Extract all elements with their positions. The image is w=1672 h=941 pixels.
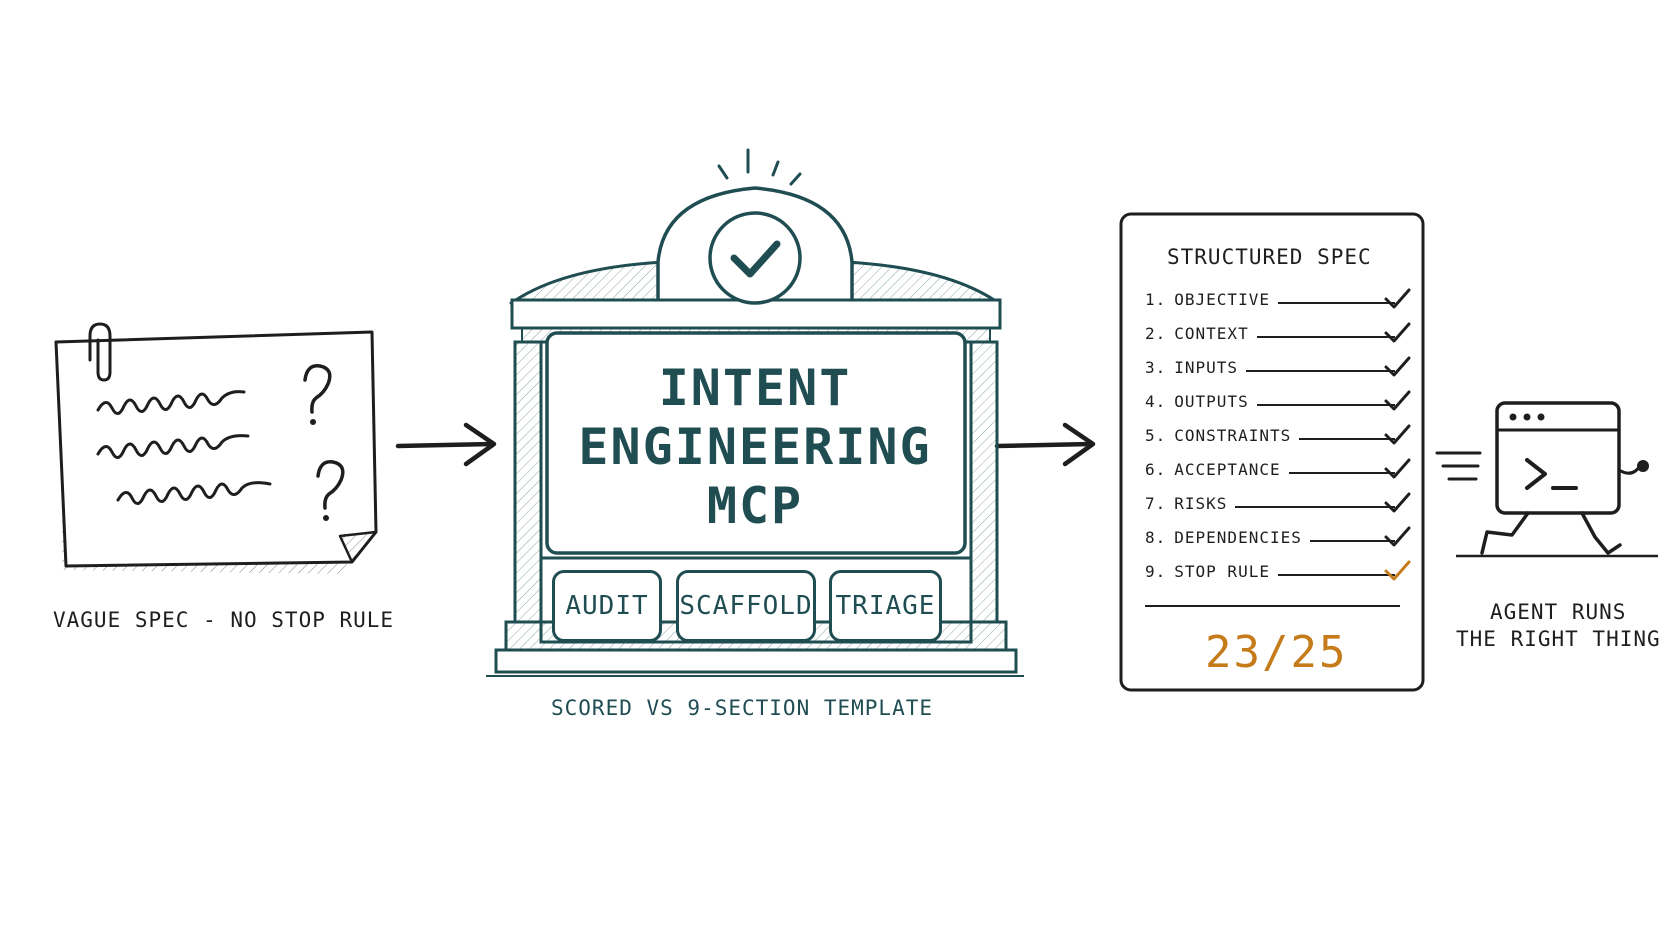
check-icon (1384, 288, 1411, 309)
spec-item-number: 1. (1145, 290, 1167, 309)
agent-figure (1435, 401, 1658, 558)
spec-item-number: 5. (1145, 426, 1167, 445)
spec-item-name: DEPENDENCIES (1174, 528, 1302, 547)
spec-item: 2. CONTEXT (1145, 324, 1395, 343)
check-icon (1384, 526, 1411, 547)
spec-item: 7. RISKS (1145, 494, 1395, 513)
spec-item-number: 9. (1145, 562, 1167, 581)
spec-item-name: RISKS (1174, 494, 1228, 513)
spec-item-rule (1299, 437, 1395, 440)
spec-item-number: 2. (1145, 324, 1167, 343)
agent-caption-line-2: THE RIGHT THING (1456, 627, 1661, 651)
spec-item-name: CONTEXT (1174, 324, 1249, 343)
spec-item-number: 8. (1145, 528, 1167, 547)
vague-spec-note (54, 322, 378, 574)
spec-item-rule (1309, 539, 1395, 542)
spec-item-rule (1256, 403, 1395, 406)
spec-item: 3. INPUTS (1145, 358, 1395, 377)
spec-item-rule (1277, 301, 1395, 304)
spec-title: STRUCTURED SPEC (1167, 245, 1372, 269)
flow-arrow (994, 422, 1096, 467)
spec-item-rule (1246, 369, 1395, 372)
spec-item: 4. OUTPUTS (1145, 392, 1395, 411)
scribble-line (116, 481, 272, 505)
scribble-line (96, 390, 246, 415)
paperclip-icon (88, 322, 112, 382)
mcp-title-line-3: MCP (706, 477, 804, 535)
structured-spec-card (1119, 212, 1425, 692)
scribble-line (96, 434, 250, 459)
spec-item-rule (1277, 573, 1395, 576)
audit-button[interactable]: AUDIT (552, 570, 662, 642)
spec-item: 9. STOP RULE (1145, 562, 1395, 581)
mcp-caption: SCORED VS 9-SECTION TEMPLATE (551, 696, 934, 720)
scaffold-button[interactable]: SCAFFOLD (676, 570, 816, 642)
spec-item-rule (1235, 505, 1395, 508)
vague-spec-caption: VAGUE SPEC - NO STOP RULE (53, 608, 395, 632)
question-mark-icon (303, 364, 332, 425)
agent-caption-line-1: AGENT RUNS (1490, 600, 1627, 624)
check-icon (1384, 458, 1411, 479)
question-mark-icon (316, 460, 345, 521)
spec-item-rule (1256, 335, 1395, 338)
spec-item: 6. ACCEPTANCE (1145, 460, 1395, 479)
spec-item-name: STOP RULE (1174, 562, 1270, 581)
spec-item-name: INPUTS (1174, 358, 1239, 377)
check-icon (1384, 322, 1411, 343)
spec-item: 8. DEPENDENCIES (1145, 528, 1395, 547)
spec-item-rule (1288, 471, 1395, 474)
speed-lines (1435, 451, 1482, 481)
spec-item: 1. OBJECTIVE (1145, 290, 1395, 309)
sparkle-rays (717, 148, 802, 186)
check-icon (1384, 492, 1411, 513)
spec-item: 5. CONSTRAINTS (1145, 426, 1395, 445)
running-legs-icon (1480, 511, 1622, 555)
check-icon (1384, 560, 1411, 581)
mcp-title-line-2: ENGINEERING (578, 418, 932, 476)
spec-item-number: 7. (1145, 494, 1167, 513)
spec-item-number: 4. (1145, 392, 1167, 411)
check-icon (1384, 424, 1411, 445)
flow-arrow (395, 422, 497, 467)
spec-item-name: CONSTRAINTS (1174, 426, 1292, 445)
mcp-title-line-1: INTENT (658, 359, 852, 417)
spec-item-number: 3. (1145, 358, 1167, 377)
spec-item-name: ACCEPTANCE (1174, 460, 1281, 479)
check-icon (1384, 356, 1411, 377)
checkmark-badge-icon (708, 211, 802, 305)
spec-item-name: OBJECTIVE (1174, 290, 1270, 309)
check-icon (1384, 390, 1411, 411)
spec-score: 23/25 (1205, 627, 1348, 678)
triage-button[interactable]: TRIAGE (829, 570, 942, 642)
spec-item-name: OUTPUTS (1174, 392, 1249, 411)
terminal-window-icon (1495, 401, 1621, 515)
spec-item-number: 6. (1145, 460, 1167, 479)
